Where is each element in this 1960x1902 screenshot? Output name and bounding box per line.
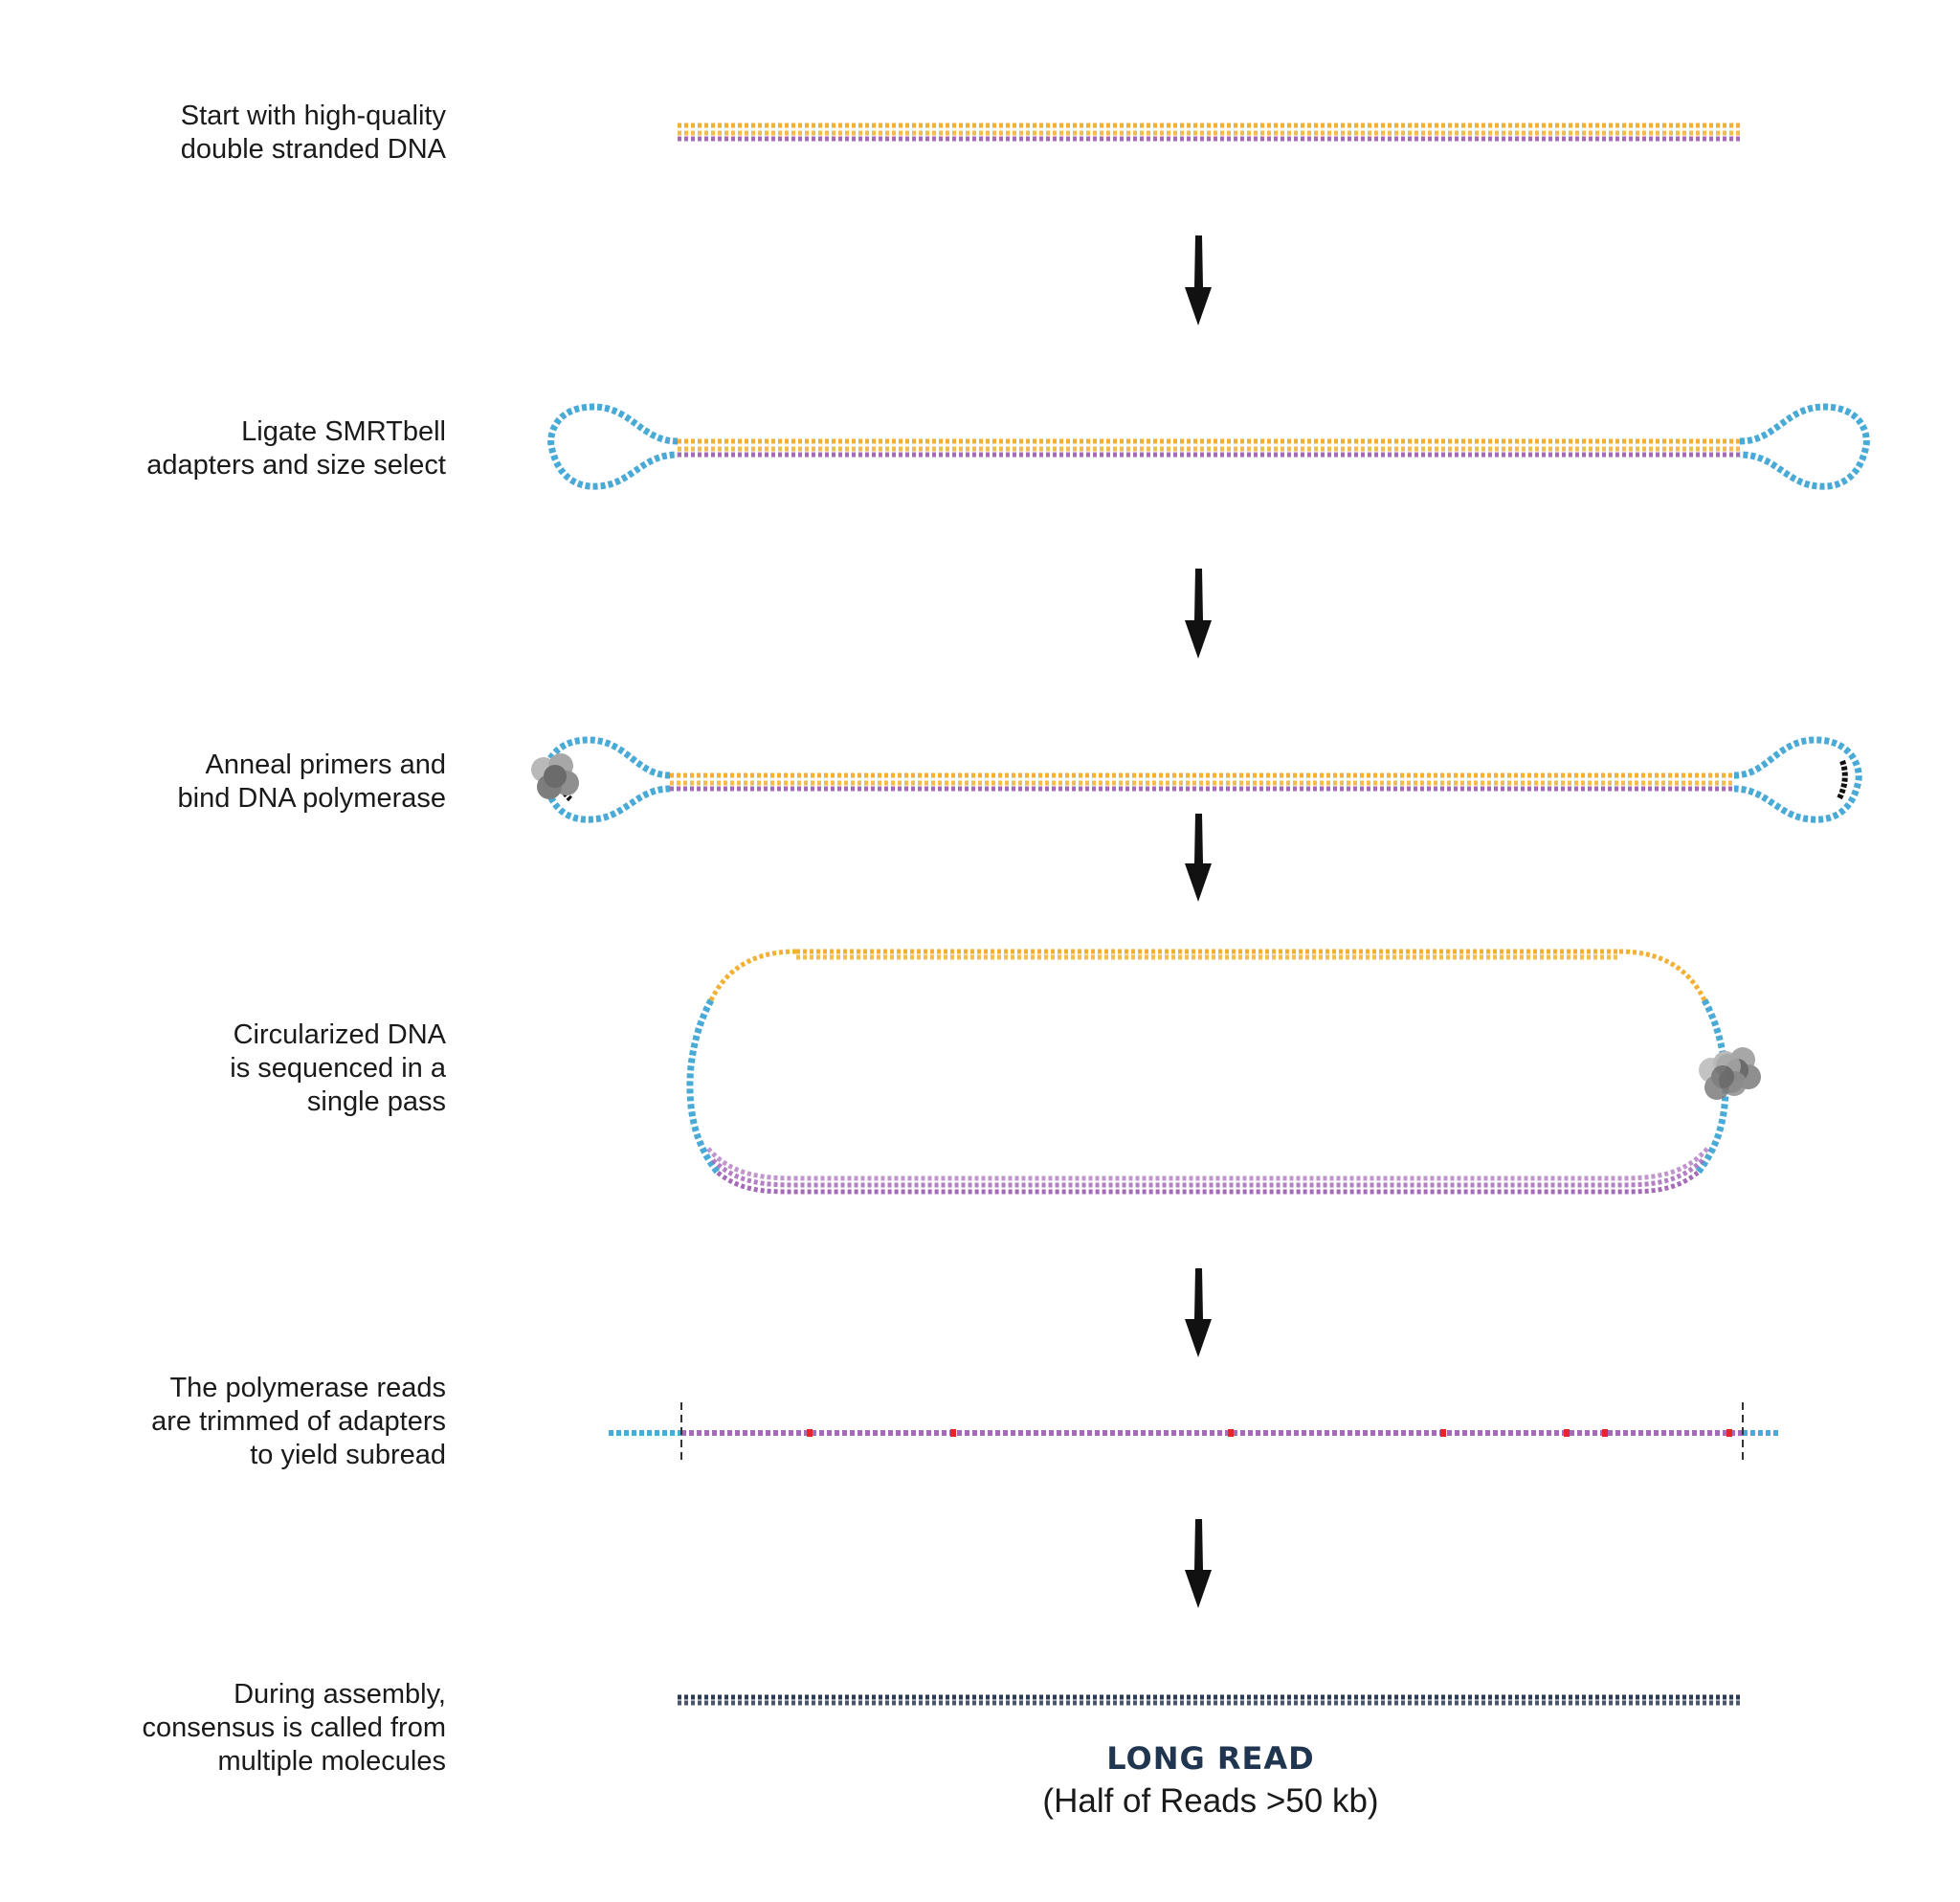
step-5-label: The polymerase reads are trimmed of adap… (151, 1373, 446, 1470)
right-adapter-loop (1739, 403, 1870, 490)
arrow-1-icon (1185, 235, 1212, 325)
polymerase-read (609, 1402, 1780, 1462)
step-6-label: During assembly, consensus is called fro… (142, 1679, 446, 1777)
step-2-label: Ligate SMRTbell adapters and size select (146, 416, 446, 481)
consensus-read (678, 1694, 1740, 1706)
left-adapter-loop (547, 403, 679, 490)
error-mark (1726, 1429, 1732, 1437)
error-mark (1440, 1429, 1446, 1437)
step-1-label: Start with high-quality double stranded … (180, 101, 446, 165)
step-4-label: Circularized DNA is sequenced in a singl… (230, 1019, 446, 1117)
smrtbell-template (547, 403, 1870, 490)
step-3-label: Anneal primers and bind DNA polymerase (177, 750, 446, 814)
right-primed-loop (1733, 736, 1862, 823)
error-mark (1602, 1429, 1608, 1437)
error-mark (1564, 1429, 1570, 1437)
error-mark (1228, 1429, 1234, 1437)
arrow-2-icon (1185, 569, 1212, 659)
error-mark (807, 1429, 813, 1437)
error-mark (950, 1429, 956, 1437)
arrow-5-icon (1185, 1519, 1212, 1608)
dsdna-molecule (678, 123, 1740, 142)
primed-template (531, 736, 1862, 823)
right-primer (1837, 759, 1848, 800)
arrow-4-icon (1185, 1268, 1212, 1357)
result-subtitle: (Half of Reads >50 kb) (1042, 1782, 1379, 1820)
arrow-3-icon (1185, 814, 1212, 902)
polymerase-icon (531, 753, 579, 799)
circular-template (686, 949, 1761, 1195)
result-title: LONG READ (1106, 1740, 1315, 1777)
